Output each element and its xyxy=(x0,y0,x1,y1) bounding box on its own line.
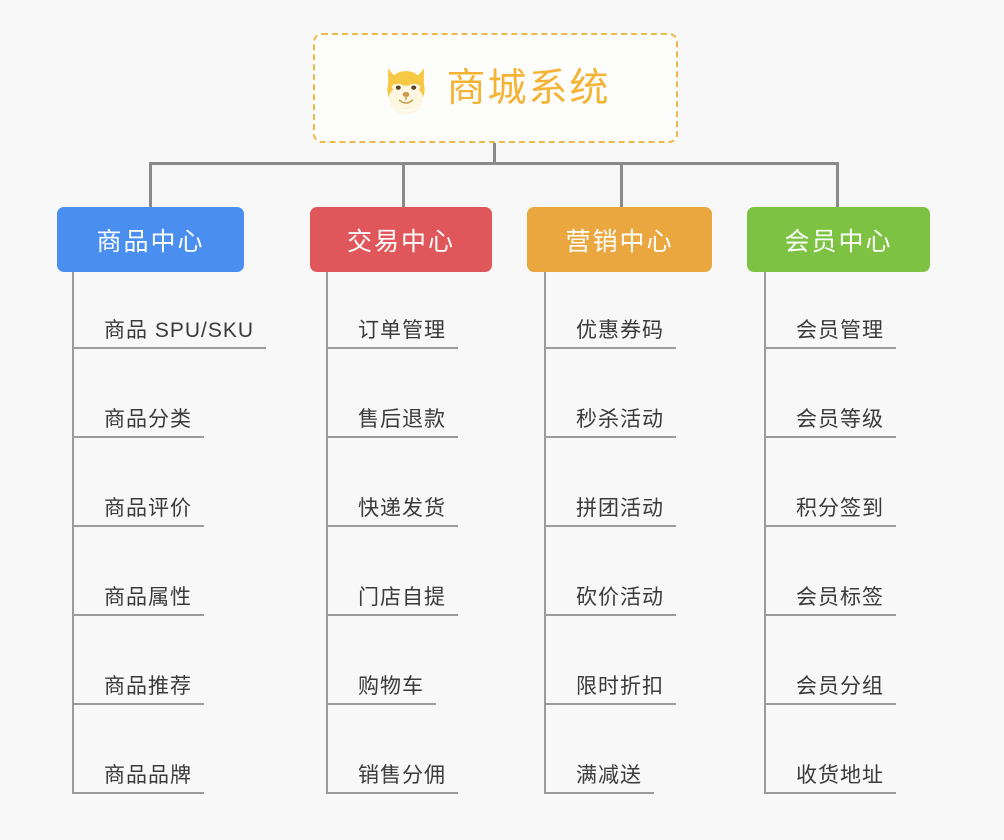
root-node[interactable]: 商城系统 xyxy=(313,33,678,143)
leaf-spine xyxy=(326,272,328,794)
leaf-item-underline xyxy=(766,525,896,527)
leaf-item-underline xyxy=(74,703,204,705)
leaf-item-label: 收货地址 xyxy=(796,764,884,787)
leaf-item-label: 商品评价 xyxy=(104,497,192,520)
leaf-item-label: 快递发货 xyxy=(358,497,446,520)
connector-horizontal-bus xyxy=(149,162,839,165)
category-label: 营销中心 xyxy=(565,227,674,256)
leaf-item-label: 门店自提 xyxy=(358,586,446,609)
category-label: 商品中心 xyxy=(96,227,205,256)
leaf-item-label: 售后退款 xyxy=(358,408,446,431)
leaf-item-underline xyxy=(766,792,896,794)
leaf-item-label: 优惠券码 xyxy=(576,319,664,342)
leaf-item-label: 砍价活动 xyxy=(576,586,664,609)
leaf-item-underline xyxy=(328,703,436,705)
leaf-item-label: 商品属性 xyxy=(104,586,192,609)
connector-drop-marketing xyxy=(620,162,623,208)
leaf-item-label: 满减送 xyxy=(576,764,642,787)
leaf-item-underline xyxy=(546,436,676,438)
leaf-item-underline xyxy=(546,703,676,705)
leaf-item-underline xyxy=(766,436,896,438)
leaf-item-label: 会员管理 xyxy=(796,319,884,342)
leaf-item-underline xyxy=(546,792,654,794)
leaf-item-label: 销售分佣 xyxy=(358,764,446,787)
leaf-spine xyxy=(764,272,766,794)
connector-drop-product xyxy=(149,162,152,208)
leaf-item-underline xyxy=(328,792,458,794)
leaf-item-label: 订单管理 xyxy=(358,319,446,342)
category-box-member-center[interactable]: 会员中心 xyxy=(747,207,930,272)
category-label: 交易中心 xyxy=(346,227,455,256)
root-title: 商城系统 xyxy=(446,66,611,110)
leaf-item-underline xyxy=(766,703,896,705)
leaf-item-label: 商品 SPU/SKU xyxy=(104,319,255,342)
leaf-item-label: 商品品牌 xyxy=(104,764,192,787)
leaf-item-underline xyxy=(766,347,896,349)
leaf-item-label: 秒杀活动 xyxy=(576,408,664,431)
category-label: 会员中心 xyxy=(784,227,893,256)
leaf-item-label: 会员标签 xyxy=(796,586,884,609)
leaf-item-label: 拼团活动 xyxy=(576,497,664,520)
leaf-item-underline xyxy=(328,436,458,438)
category-box-trade-center[interactable]: 交易中心 xyxy=(310,207,492,272)
category-box-product-center[interactable]: 商品中心 xyxy=(57,207,244,272)
leaf-item-underline xyxy=(74,525,204,527)
leaf-item-underline xyxy=(74,614,204,616)
leaf-item-underline xyxy=(74,347,266,349)
leaf-item-underline xyxy=(74,792,204,794)
leaf-item-underline xyxy=(766,614,896,616)
leaf-item-label: 商品推荐 xyxy=(104,675,192,698)
leaf-item-underline xyxy=(546,525,676,527)
leaf-item-underline xyxy=(546,614,676,616)
connector-drop-trade xyxy=(402,162,405,208)
leaf-item-label: 积分签到 xyxy=(796,497,884,520)
leaf-item-underline xyxy=(328,347,458,349)
leaf-item-label: 商品分类 xyxy=(104,408,192,431)
leaf-item-underline xyxy=(546,347,676,349)
leaf-spine xyxy=(544,272,546,794)
connector-drop-member xyxy=(836,162,839,208)
leaf-item-underline xyxy=(74,436,204,438)
connector-root-stub xyxy=(493,143,496,164)
leaf-item-label: 会员等级 xyxy=(796,408,884,431)
leaf-item-label: 限时折扣 xyxy=(576,675,664,698)
category-box-marketing-center[interactable]: 营销中心 xyxy=(527,207,712,272)
leaf-item-label: 购物车 xyxy=(358,675,424,698)
leaf-spine xyxy=(72,272,74,794)
leaf-item-underline xyxy=(328,525,458,527)
leaf-item-label: 会员分组 xyxy=(796,675,884,698)
shiba-dog-face-icon xyxy=(387,68,426,114)
leaf-item-underline xyxy=(328,614,458,616)
